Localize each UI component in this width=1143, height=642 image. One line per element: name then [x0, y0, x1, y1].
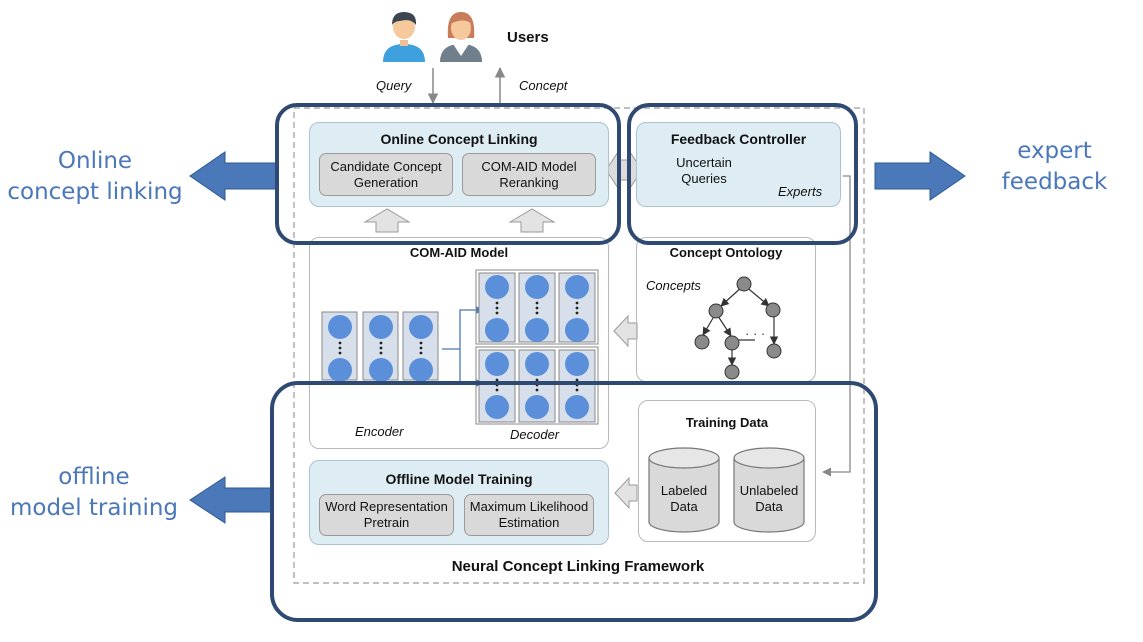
user-male-icon: [383, 12, 425, 62]
concepts-label: Concepts: [646, 278, 701, 293]
online-linking-title: Online Concept Linking: [380, 131, 538, 147]
offline-training-panel: Offline Model Training Word Representati…: [309, 460, 609, 545]
concept-label: Concept: [519, 78, 568, 93]
expert-label-line1: expert: [1017, 138, 1092, 164]
concept-ontology-panel: Concept Ontology: [636, 237, 816, 382]
up-arrow-left: [363, 208, 411, 233]
expert-side-label: expert feedback: [966, 136, 1143, 198]
decoder-label: Decoder: [510, 427, 560, 442]
offline-side-label: offline model training: [0, 462, 188, 524]
candidate-generation-box: Candidate Concept Generation: [319, 153, 453, 196]
online-linking-panel: Online Concept Linking Candidate Concept…: [309, 122, 609, 207]
user-female-icon: [440, 12, 482, 62]
model-reranking-box: COM-AID Model Reranking: [462, 153, 596, 196]
encoder-label: Encoder: [355, 424, 404, 439]
left-arrow-ontology: [613, 314, 638, 348]
ontology-title: Concept Ontology: [669, 245, 783, 260]
online-side-arrow: [189, 151, 279, 201]
feedback-loop-line: [822, 175, 851, 477]
training-data-panel: Training Data: [638, 400, 816, 542]
experts-label: Experts: [778, 184, 823, 199]
offline-side-arrow: [189, 476, 273, 524]
offline-training-title: Offline Model Training: [385, 471, 533, 487]
offline-label-line1: offline: [58, 464, 130, 490]
training-data-title: Training Data: [685, 415, 769, 430]
expert-label-line2: feedback: [1001, 169, 1108, 195]
framework-title: Neural Concept Linking Framework: [451, 558, 705, 575]
online-side-label: Online concept linking: [0, 146, 190, 208]
users-label: Users: [507, 29, 549, 46]
ontology-tree: [694, 276, 782, 380]
model-title: COM-AID Model: [409, 245, 509, 260]
mle-box: Maximum Likelihood Estimation: [464, 494, 594, 536]
query-label: Query: [376, 78, 412, 93]
ontology-ellipsis: · · ·: [745, 326, 766, 341]
unlabeled-data-label: Unlabeled Data: [739, 483, 799, 514]
left-arrow-training: [614, 476, 638, 510]
com-aid-model-panel: COM-AID Model: [309, 237, 609, 449]
up-arrow-right: [508, 208, 556, 233]
feedback-controller-title: Feedback Controller: [670, 131, 807, 147]
word-representation-box: Word Representation Pretrain: [319, 494, 454, 536]
uncertain-queries-label: Uncertain Queries: [676, 155, 732, 186]
encoder-columns: [321, 311, 439, 382]
offline-label-line2: model training: [9, 495, 179, 521]
labeled-data-label: Labeled Data: [660, 483, 708, 514]
online-label-line1: Online: [57, 148, 133, 174]
expert-side-arrow: [874, 151, 966, 201]
online-label-line2: concept linking: [7, 179, 183, 205]
